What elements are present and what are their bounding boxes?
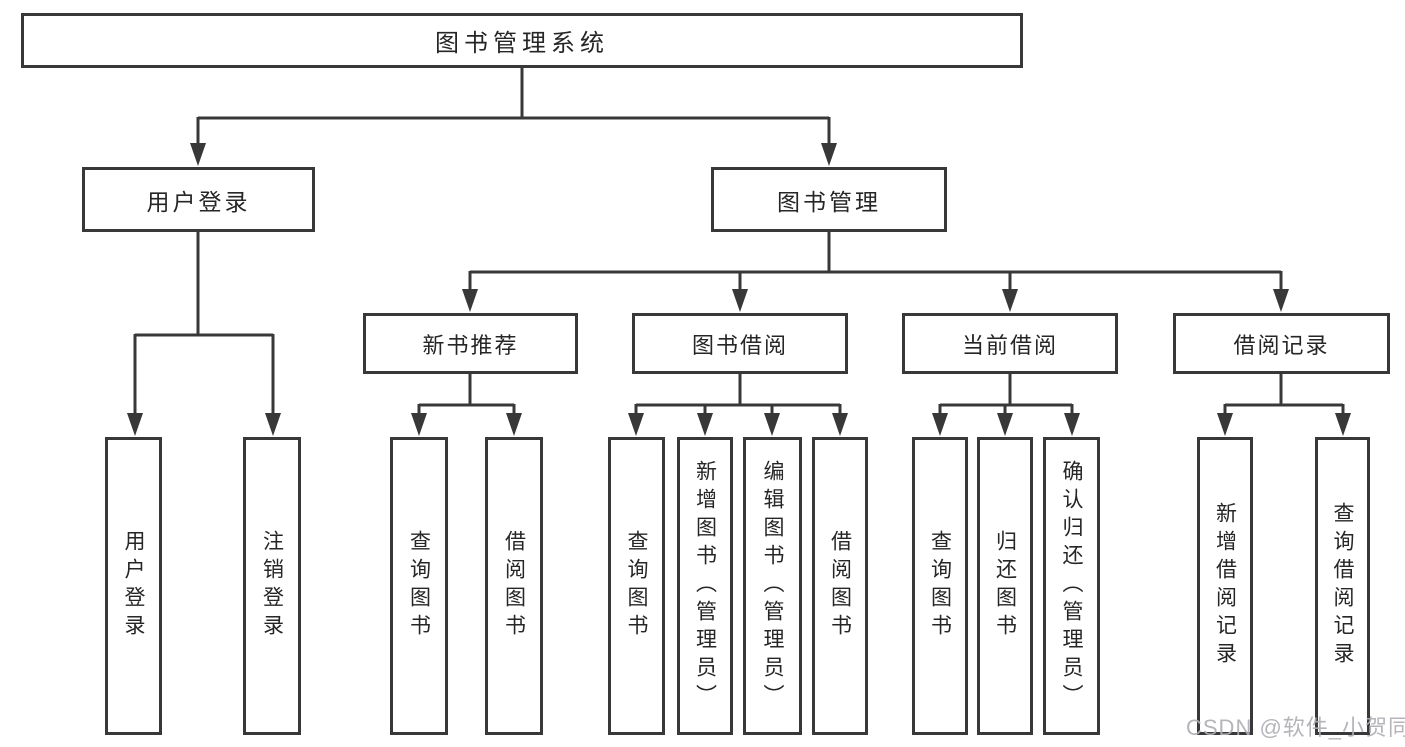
- leaf-user-login: 用户登录: [105, 437, 162, 735]
- node-book-borrowing: 图书借阅: [632, 313, 848, 374]
- node-borrowing-records: 借阅记录: [1173, 313, 1390, 374]
- node-current-borrowing: 当前借阅: [902, 313, 1118, 374]
- leaf-current-query-books: 查询图书: [912, 437, 968, 735]
- csdn-watermark: CSDN @软件_小贺同学: [1186, 715, 1405, 740]
- leaf-current-confirm-return-admin: 确认归还（管理员）: [1043, 437, 1100, 735]
- node-book-management: 图书管理: [711, 167, 947, 232]
- leaf-borrowing-query-books: 查询图书: [608, 437, 665, 735]
- node-root-system: 图书管理系统: [21, 13, 1023, 68]
- leaf-logout: 注销登录: [243, 437, 301, 735]
- leaf-records-query-borrow-record: 查询借阅记录: [1315, 437, 1370, 735]
- leaf-borrowing-add-books-admin: 新增图书（管理员）: [677, 437, 733, 735]
- node-user-login: 用户登录: [82, 167, 315, 232]
- leaf-newbooks-query-books: 查询图书: [390, 437, 448, 735]
- arrowheads: [127, 143, 1351, 436]
- leaf-records-add-borrow-record: 新增借阅记录: [1197, 437, 1253, 735]
- leaf-newbooks-borrow-books: 借阅图书: [485, 437, 543, 735]
- node-new-book-recommend: 新书推荐: [363, 313, 578, 374]
- leaf-borrowing-edit-books-admin: 编辑图书（管理员）: [743, 437, 802, 735]
- leaf-current-return-books: 归还图书: [977, 437, 1033, 735]
- leaf-borrowing-borrow-books: 借阅图书: [812, 437, 868, 735]
